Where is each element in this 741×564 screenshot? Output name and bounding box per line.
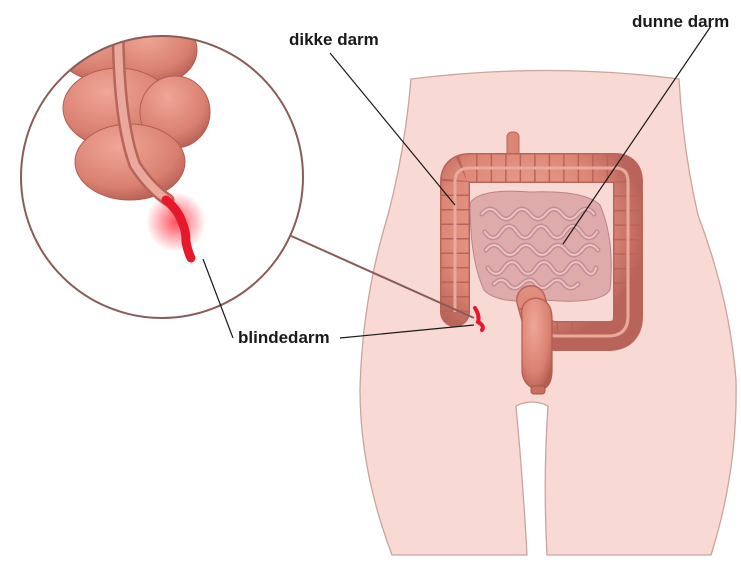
label-dikke-darm: dikke darm [289,31,379,48]
label-blindedarm: blindedarm [238,329,330,346]
magnified-view [21,9,303,318]
label-dunne-darm: dunne darm [632,13,729,30]
small-intestine [470,191,611,301]
